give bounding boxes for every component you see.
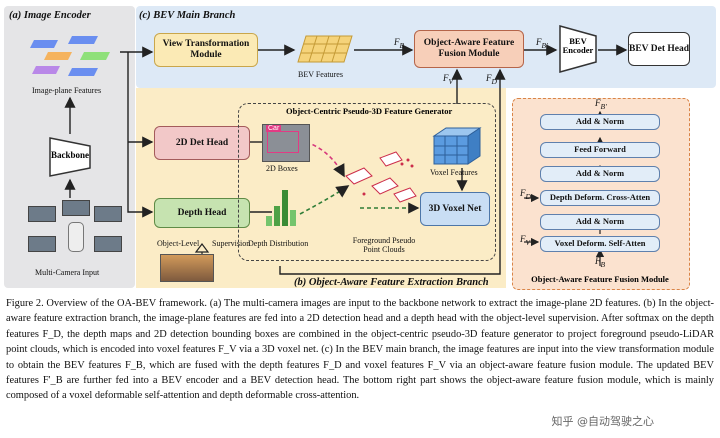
fusion-layer-4: Depth Deform. Cross-Atten <box>540 190 660 206</box>
fusion-fv-in: FV <box>520 234 531 247</box>
feature-extraction-title: (b) Object-Aware Feature Extraction Bran… <box>294 277 489 288</box>
fusion-fb-prime-out: FB' <box>595 98 607 111</box>
supervision-image <box>160 254 214 282</box>
car-tag: Car <box>266 125 282 132</box>
boxes-2d-image: Car <box>262 124 310 162</box>
multi-camera-label: Multi-Camera Input <box>35 268 100 277</box>
boxes-2d-label: 2D Boxes <box>266 164 298 173</box>
fusion-layer-3: Add & Norm <box>540 166 660 182</box>
pseudo-3d-generator <box>238 103 496 261</box>
fusion-layer-5: Add & Norm <box>540 214 660 230</box>
fd-label: FD <box>486 73 497 86</box>
figure-caption: Figure 2. Overview of the OA-BEV framewo… <box>6 296 714 404</box>
object-aware-fusion-module: Object-Aware Feature Fusion Module <box>414 30 524 68</box>
pseudo-3d-title: Object-Centric Pseudo-3D Feature Generat… <box>286 106 453 116</box>
bev-det-head: BEV Det Head <box>628 32 690 66</box>
fusion-layer-2: Feed Forward <box>540 142 660 158</box>
depth-distribution-graphic <box>262 186 302 228</box>
bev-encoder-block <box>558 24 598 74</box>
bev-features-label: BEV Features <box>298 70 343 79</box>
caption-text: Figure 2. Overview of the OA-BEV framewo… <box>6 298 714 402</box>
fusion-fd-in: FD <box>520 188 531 201</box>
fusion-layer-6: Voxel Deform. Self-Atten <box>540 236 660 252</box>
image-encoder-title: (a) Image Encoder <box>9 10 91 21</box>
backbone-label: Backbone <box>50 150 89 160</box>
voxel-features-cube <box>432 126 482 166</box>
bev-features-grid <box>296 34 354 66</box>
fusion-fb-in: FB <box>595 256 606 269</box>
fb-label: FB <box>394 37 405 50</box>
multi-camera-images <box>26 200 124 264</box>
voxel-net-3d: 3D Voxel Net <box>420 192 490 226</box>
fb-prime-label: FB' <box>536 37 548 50</box>
object-level-label: Object-Level <box>157 239 200 248</box>
det-head-2d: 2D Det Head <box>154 126 250 160</box>
flow-arrows <box>64 44 628 275</box>
backbone-block <box>48 136 92 178</box>
fv-label: FV <box>443 73 454 86</box>
fusion-detail-title: Object-Aware Feature Fusion Module <box>531 274 669 284</box>
fg-pseudo-label: Foreground Pseudo Point Clouds <box>352 236 416 255</box>
depth-head: Depth Head <box>154 198 250 228</box>
depth-distribution-label: Depth Distribution <box>248 239 309 248</box>
image-plane-features-label: Image-plane Features <box>32 86 102 95</box>
bev-encoder-label: BEV Encoder <box>562 36 594 56</box>
view-transformation-module: View Transformation Module <box>154 33 258 67</box>
watermark: 知乎 @自动驾驶之心 <box>551 415 655 428</box>
fusion-layer-1: Add & Norm <box>540 114 660 130</box>
image-plane-features-graphic <box>28 30 118 82</box>
voxel-features-label: Voxel Features <box>430 168 478 177</box>
pseudo-point-cloud-graphic <box>342 150 422 208</box>
supervision-label: Supervision <box>212 239 251 248</box>
bev-main-title: (c) BEV Main Branch <box>139 10 236 21</box>
